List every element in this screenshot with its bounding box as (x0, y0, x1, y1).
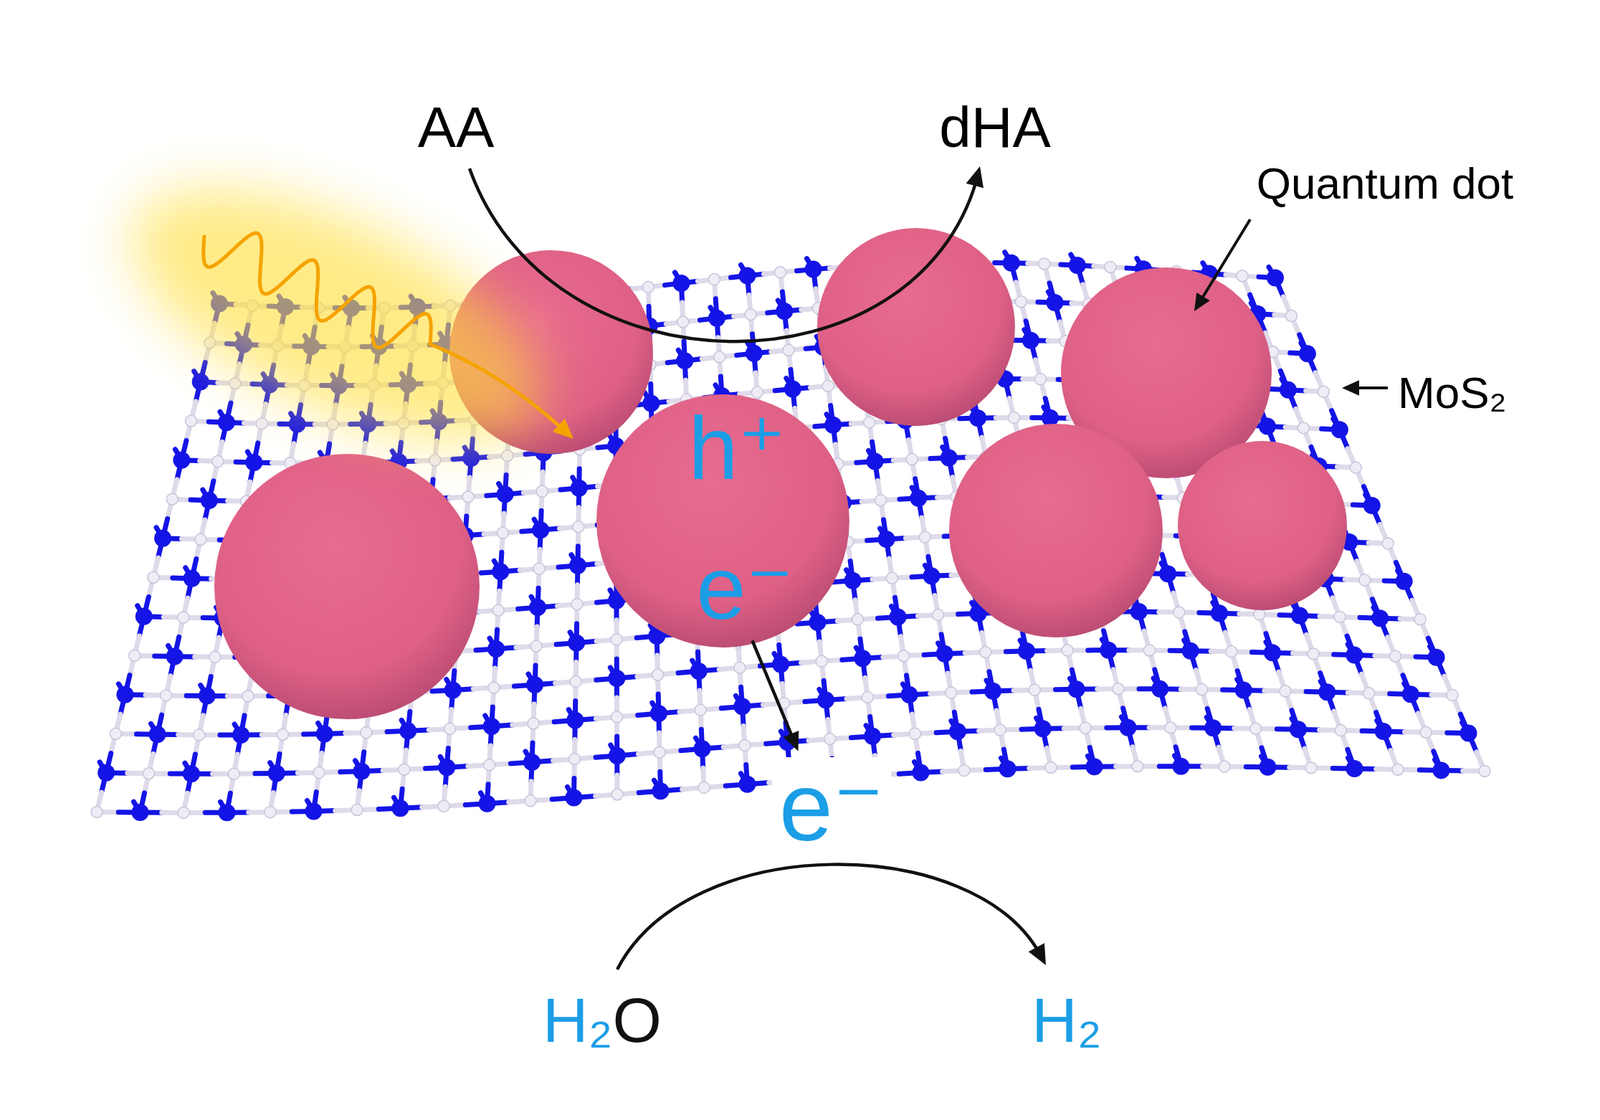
sulfur-atom (1298, 344, 1317, 363)
sulfur-atom (745, 344, 763, 363)
molybdenum-atom (713, 351, 726, 363)
molybdenum-atom (1038, 258, 1051, 270)
molybdenum-atom (642, 281, 654, 293)
molybdenum-atom (1236, 270, 1249, 282)
sulfur-atom (172, 451, 190, 469)
sulfur-atom (739, 266, 757, 284)
molybdenum-atom (1007, 412, 1020, 424)
molybdenum-atom (501, 449, 514, 461)
molybdenum-atom (255, 417, 268, 430)
sulfur-atom (288, 415, 307, 433)
sulfur-atom (217, 413, 236, 431)
sulfur-atom (1022, 331, 1040, 350)
molybdenum-atom (1285, 309, 1297, 322)
sulfur-atom (192, 373, 210, 391)
molybdenum-atom (1317, 385, 1330, 398)
molybdenum-atom (822, 379, 834, 392)
molybdenum-atom (326, 418, 339, 431)
molybdenum-atom (677, 316, 689, 328)
molybdenum-atom (185, 415, 198, 427)
molybdenum-atom (751, 386, 763, 398)
molybdenum-atom (1034, 373, 1046, 385)
sulfur-atom (805, 260, 823, 279)
sulfur-atom (1279, 381, 1297, 399)
sulfur-atom (672, 274, 690, 292)
molybdenum-atom (212, 455, 224, 468)
sulfur-atom (675, 351, 694, 370)
molybdenum-atom (782, 344, 795, 356)
sulfur-atom (824, 416, 842, 434)
molybdenum-atom (229, 377, 241, 390)
sulfur-atom (245, 453, 263, 471)
molybdenum-atom (1015, 296, 1027, 308)
molybdenum-atom (1104, 260, 1117, 273)
sulfur-atom (784, 379, 802, 398)
molybdenum-atom (429, 454, 441, 466)
sulfur-atom (1266, 269, 1284, 287)
sulfur-atom (1045, 293, 1064, 312)
molybdenum-atom (863, 416, 876, 428)
molybdenum-atom (774, 266, 787, 279)
sulfur-atom (1068, 256, 1087, 274)
sulfur-atom (642, 394, 660, 413)
sulfur-atom (1002, 254, 1021, 272)
sulfur-atom (708, 309, 726, 327)
sulfur-atom (775, 302, 793, 320)
sulfur-atom (462, 449, 480, 467)
molybdenum-atom (708, 273, 720, 286)
sulfur-atom (969, 409, 987, 427)
molybdenum-atom (744, 308, 757, 321)
